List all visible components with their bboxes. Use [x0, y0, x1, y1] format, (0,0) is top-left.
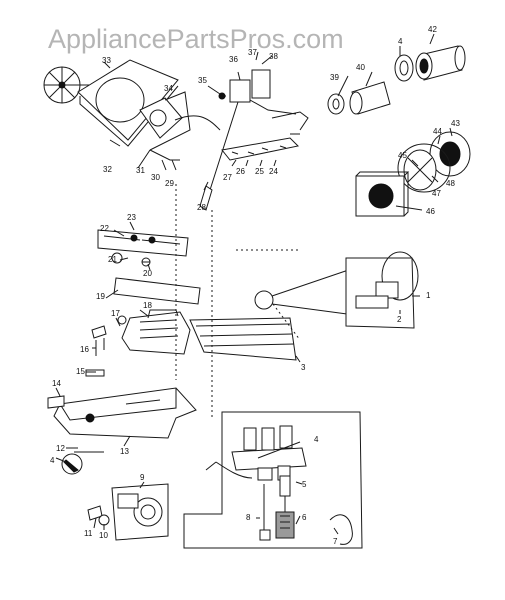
igniter-wire: [329, 514, 353, 545]
callout-22: 22: [100, 224, 109, 233]
pilot-assembly: [205, 425, 307, 481]
callout-3: 3: [301, 363, 306, 372]
callout-48: 48: [446, 179, 455, 188]
callout-26: 26: [236, 167, 245, 176]
callout-23: 23: [127, 213, 136, 222]
sensor-clip: [85, 369, 105, 377]
callout-6: 6: [302, 513, 307, 522]
blower-housing-plate: [77, 59, 179, 147]
callout-15: 15: [76, 367, 85, 376]
vent-terminal-cap: [397, 131, 471, 193]
burner-assembly: [121, 309, 191, 355]
callout-14: 14: [52, 379, 61, 388]
grate-panel: [189, 317, 297, 361]
callout-5: 5: [302, 480, 307, 489]
callout-38: 38: [269, 52, 278, 61]
burner-rail: [97, 229, 189, 257]
callout-18: 18: [143, 301, 152, 310]
callout-4-top: 4: [398, 37, 403, 46]
callout-20: 20: [143, 269, 152, 278]
thermocouple: [275, 475, 295, 539]
thermostat-bracket: [199, 69, 297, 211]
door-handle: [47, 395, 65, 409]
callout-4-left: 4: [50, 456, 55, 465]
callout-37: 37: [248, 48, 257, 57]
blower-fan: [43, 66, 95, 104]
pilot-inset-frame: [183, 411, 363, 549]
callout-27: 27: [223, 173, 232, 182]
callout-17: 17: [111, 309, 120, 318]
callout-33: 33: [102, 56, 111, 65]
detail-magnifier: [254, 251, 419, 329]
callout-42: 42: [428, 25, 437, 34]
pilot-tube: [259, 484, 271, 541]
callout-11: 11: [84, 529, 93, 538]
callout-8: 8: [246, 513, 251, 522]
valve-fittings: [87, 505, 110, 526]
pilot-bracket: [91, 315, 127, 356]
combustion-chamber: [53, 387, 197, 439]
callout-46: 46: [426, 207, 435, 216]
callout-12: 12: [56, 444, 65, 453]
callout-10: 10: [99, 531, 108, 540]
callout-28: 28: [197, 203, 206, 212]
callout-7: 7: [333, 537, 338, 546]
burner-baffle: [113, 277, 201, 305]
callout-1: 1: [426, 291, 431, 300]
callout-47: 47: [432, 189, 441, 198]
callout-24: 24: [269, 167, 278, 176]
wall-plate: [355, 171, 410, 217]
burner-tube-bracket: [221, 111, 309, 161]
callout-21: 21: [108, 255, 117, 264]
watermark: AppliancePartsPros.com: [48, 24, 344, 54]
callout-29: 29: [165, 179, 174, 188]
callout-32: 32: [103, 165, 112, 174]
callout-9: 9: [140, 473, 145, 482]
valve-knob: [61, 453, 83, 475]
callout-13: 13: [120, 447, 129, 456]
callout-labels: 33 34 35 36 37 38 32 31 30 29 28 27 26 2…: [50, 25, 460, 546]
vent-pipe-assembly: [327, 45, 466, 115]
callout-16: 16: [80, 345, 89, 354]
callout-4-inset: 4: [314, 435, 319, 444]
callout-25: 25: [255, 167, 264, 176]
blower-motor-bracket: [137, 91, 221, 169]
callout-43: 43: [451, 119, 460, 128]
callout-19: 19: [96, 292, 105, 301]
callout-30: 30: [151, 173, 160, 182]
callout-36: 36: [229, 55, 238, 64]
gas-valve: [111, 483, 169, 541]
orifice-fittings: [111, 252, 151, 267]
callout-35: 35: [198, 76, 207, 85]
callout-39: 39: [330, 73, 339, 82]
callout-44: 44: [433, 127, 442, 136]
callout-34: 34: [164, 84, 173, 93]
callout-31: 31: [136, 166, 145, 175]
callout-45: 45: [398, 151, 407, 160]
callout-40: 40: [356, 63, 365, 72]
callout-2: 2: [397, 315, 402, 324]
